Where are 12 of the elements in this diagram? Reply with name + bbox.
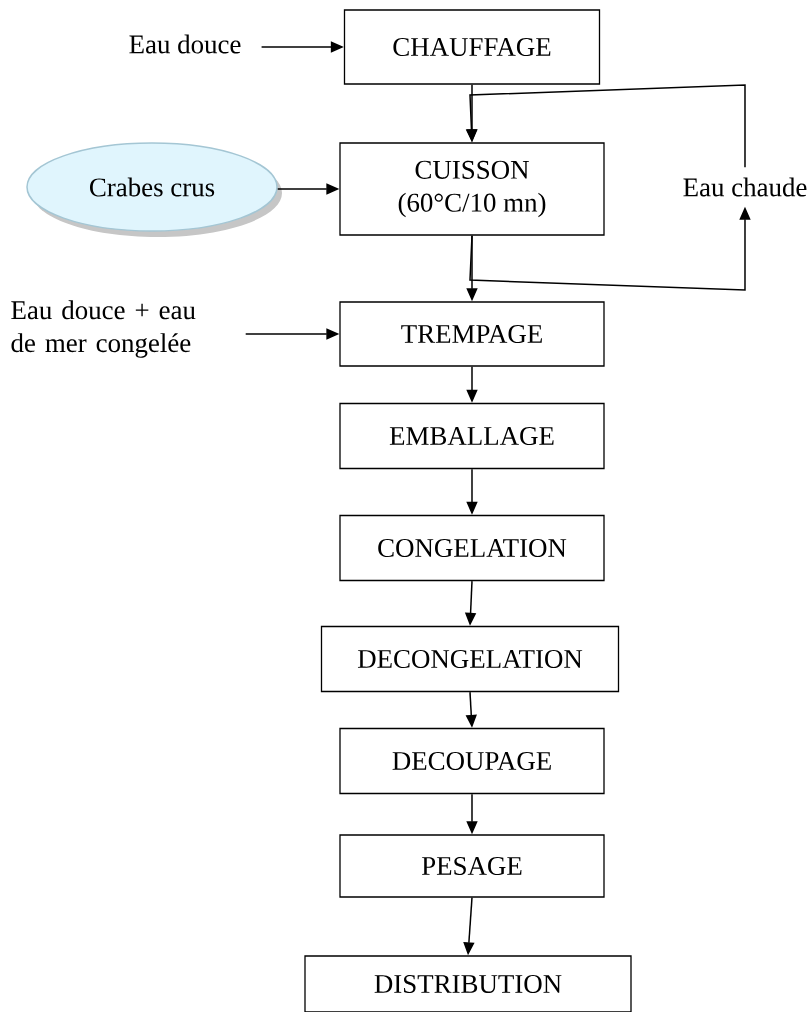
process-box: TREMPAGE (339, 301, 605, 367)
input-label: Eau douce + eau de mer congelée (11, 300, 196, 358)
process-box: DECOUPAGE (339, 727, 605, 795)
process-box: DISTRIBUTION (304, 955, 632, 1012)
input-label: Eau chaude (683, 177, 807, 197)
process-box: CUISSON (60°C/10 mn) (339, 142, 605, 236)
process-box: CHAUFFAGE (343, 9, 601, 85)
process-box: CONGELATION (339, 514, 605, 582)
input-label: Eau douce (129, 34, 241, 54)
process-box: DECONGELATION (320, 625, 620, 693)
process-box: PESAGE (339, 834, 605, 898)
process-box: EMBALLAGE (339, 402, 605, 470)
